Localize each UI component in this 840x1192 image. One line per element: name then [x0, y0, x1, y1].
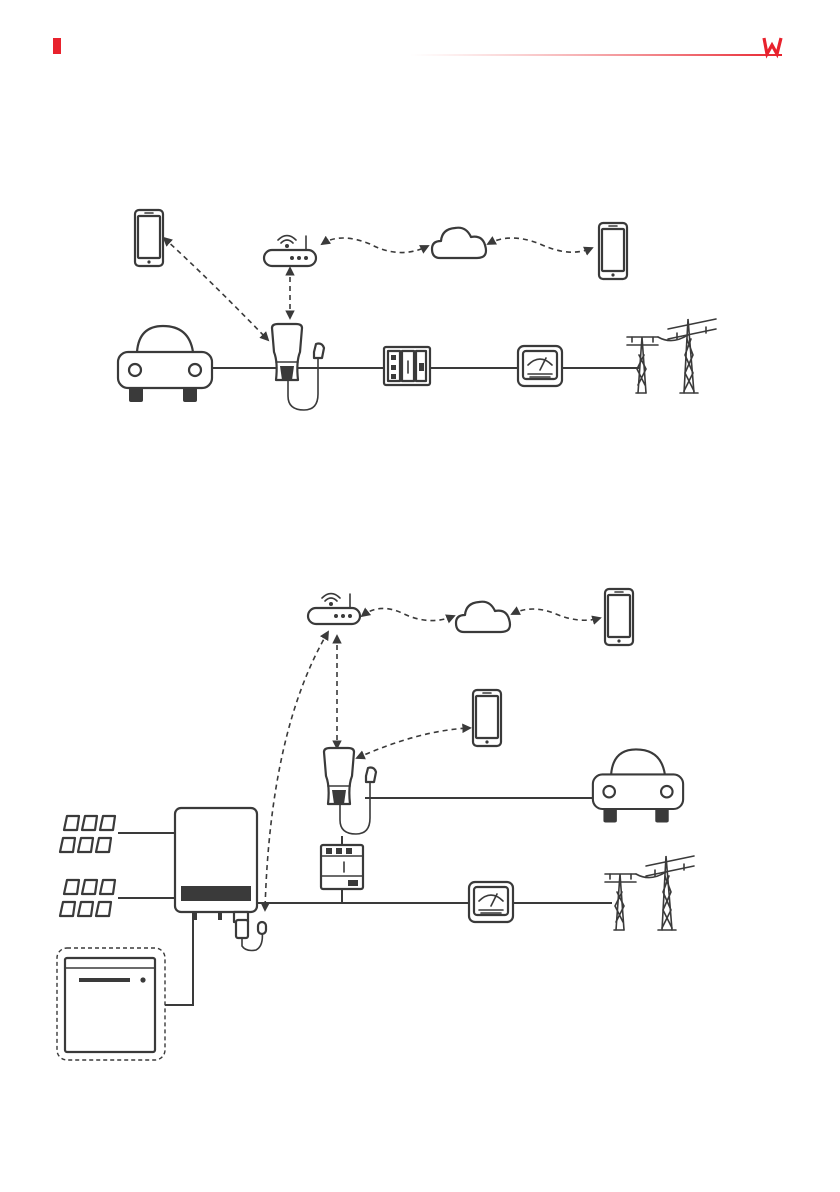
- solar-panel-icon: [60, 816, 115, 852]
- smartphone-icon: [473, 690, 501, 746]
- smartphone-icon: [605, 589, 633, 645]
- energy-meter-icon: [518, 346, 562, 386]
- battery-icon: [57, 948, 165, 1060]
- smartphone-icon: [135, 210, 163, 266]
- battery-line: [165, 912, 193, 1005]
- diagram-pv-inverter-system: [57, 589, 694, 1060]
- phone-charger-link: [164, 238, 268, 340]
- solar-panel-icon: [60, 880, 115, 916]
- energy-meter-icon: [469, 882, 513, 922]
- cloud-phone-link: [512, 609, 600, 620]
- car-icon: [593, 749, 683, 822]
- cloud-icon: [456, 602, 510, 632]
- inverter-icon: [175, 808, 266, 951]
- charger-phone-link: [357, 728, 470, 758]
- ev-charger-icon: [324, 748, 376, 834]
- car-icon: [118, 326, 212, 402]
- cloud-icon: [432, 228, 486, 258]
- wifi-router-icon: [264, 236, 316, 267]
- cloud-phone-link: [488, 238, 592, 252]
- smartphone-icon: [599, 223, 627, 279]
- power-pylon-icon: [605, 856, 694, 930]
- diagram-single-charger: [118, 210, 716, 410]
- power-pylon-icon: [627, 319, 716, 393]
- router-cloud-link: [322, 238, 428, 253]
- brand-logo-icon: [764, 38, 781, 54]
- header-accent-bar: [53, 38, 61, 54]
- router-inverter-link: [265, 632, 328, 910]
- circuit-breaker-icon: [321, 845, 363, 889]
- circuit-breaker-icon: [384, 347, 430, 385]
- wifi-router-icon: [308, 594, 360, 625]
- header-gradient-line: [410, 54, 782, 56]
- router-cloud-link: [362, 608, 454, 620]
